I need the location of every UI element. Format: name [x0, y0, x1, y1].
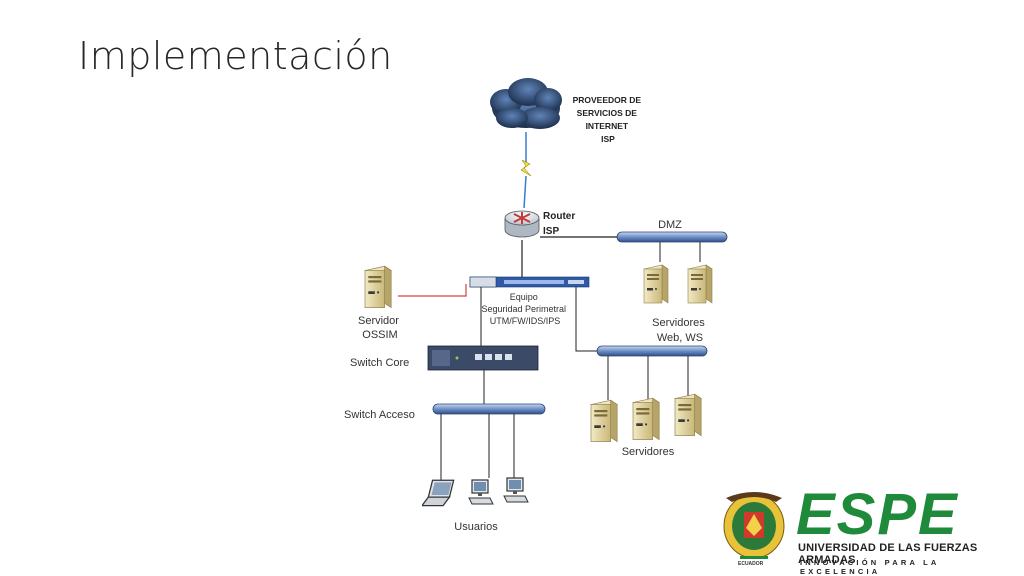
router-icon	[504, 210, 540, 238]
ossim-link	[398, 284, 467, 297]
wan-link-icon	[520, 132, 532, 209]
ossim-label: Servidor OSSIM	[358, 315, 402, 341]
firewall-label: Equipo Seguridad Perimetral UTM/FW/IDS/I…	[481, 292, 568, 326]
servers-label: Servidores	[622, 446, 675, 458]
laptop-icon	[422, 479, 455, 507]
espe-logo	[723, 492, 785, 559]
dmz-bus	[616, 231, 728, 243]
router-label: Router ISP	[543, 211, 578, 237]
users-label: Usuarios	[454, 521, 498, 533]
server-icon-2	[632, 397, 660, 441]
switch-core-label: Switch Core	[350, 357, 409, 369]
university-name: UNIVERSIDAD DE LAS FUERZAS ARMADAS	[798, 542, 978, 566]
servers-bus	[596, 345, 708, 357]
isp-cloud-icon	[490, 78, 562, 129]
firewall-appliance-icon	[469, 276, 590, 288]
server-icon-1	[590, 399, 618, 443]
ossim-server-icon	[364, 265, 392, 309]
pc-icon-1	[468, 479, 494, 505]
web-server-icon-1	[643, 264, 669, 304]
switch-access-bus	[432, 403, 546, 415]
web-servers-label: Servidores Web, WS	[652, 317, 708, 344]
web-server-icon-2	[687, 264, 713, 304]
switch-access-label: Switch Acceso	[344, 409, 415, 421]
firewall-servers-link	[575, 287, 598, 352]
pc-icon-2	[503, 477, 529, 503]
logo-country: ECUADOR	[738, 561, 764, 567]
switch-core-icon	[427, 345, 539, 371]
slide-title: Implementación	[78, 34, 393, 78]
server-icon-3	[674, 393, 702, 437]
dmz-label: DMZ	[658, 219, 682, 231]
isp-label: PROVEEDOR DE SERVICIOS DE INTERNET ISP	[573, 95, 644, 144]
espe-shield-icon	[723, 492, 785, 559]
espe-brand: ESPE	[796, 482, 959, 547]
university-motto: INNOVACIÓN PARA LA EXCELENCIA	[800, 558, 940, 576]
